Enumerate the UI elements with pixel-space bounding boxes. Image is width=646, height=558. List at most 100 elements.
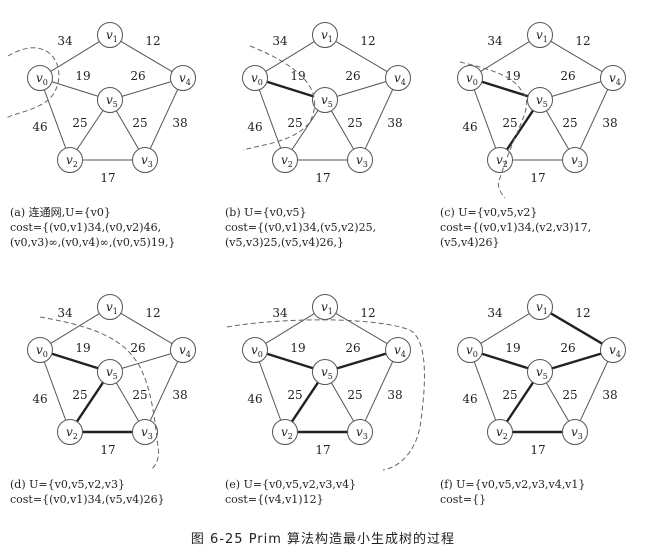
edge-weight-v5-v3: 25: [562, 116, 577, 130]
edge-weight-v5-v3: 25: [347, 116, 362, 130]
edge-v5-v3: [115, 110, 140, 150]
node-v0: [457, 337, 483, 363]
edge-weight-v5-v4: 26: [345, 341, 360, 355]
caption-d-line-2: cost={(v0,v1)34,(v5,v4)26}: [10, 493, 165, 506]
edge-weight-v0-v5: 19: [75, 341, 90, 355]
node-label-v3: v3: [141, 425, 153, 441]
node-v2: [487, 147, 513, 173]
edge-weight-v0-v5: 19: [505, 69, 520, 83]
caption-d: (d) U={v0,v5,v2,v3} cost={(v0,v1)34,(v5,…: [10, 477, 215, 507]
edge-weight-v2-v3: 17: [530, 171, 545, 185]
caption-e-line-1: (e) U={v0,v5,v2,v3,v4}: [225, 478, 357, 491]
edge-weight-v4-v3: 38: [602, 116, 617, 130]
node-v4: [385, 337, 411, 363]
edge-v0-v1: [50, 41, 100, 72]
edge-weight-v1-v4: 12: [575, 34, 590, 48]
edge-v5-v3: [330, 110, 355, 150]
caption-c: (c) U={v0,v5,v2} cost={(v0,v1)34,(v2,v3)…: [440, 205, 645, 250]
node-label-v5: v5: [321, 93, 333, 109]
node-v5: [97, 359, 123, 385]
edge-v5-v2: [290, 381, 320, 423]
edge-weight-v4-v3: 38: [387, 388, 402, 402]
edge-weight-v5-v4: 26: [130, 341, 145, 355]
node-label-v0: v0: [466, 343, 478, 359]
node-v1: [527, 294, 553, 320]
edge-weight-v0-v1: 34: [57, 306, 73, 320]
caption-a-line-2: cost={(v0,v1)34,(v0,v2)46,: [10, 221, 162, 234]
node-v1: [527, 22, 553, 48]
edge-weight-v5-v2: 25: [502, 116, 517, 130]
caption-b-line-1: (b) U={v0,v5}: [225, 206, 307, 219]
edge-v4-v3: [579, 361, 609, 421]
edge-v0-v2: [43, 89, 67, 149]
cut-line: [226, 319, 425, 471]
node-label-v5: v5: [536, 365, 548, 381]
edge-v5-v4: [336, 81, 387, 97]
node-v0: [242, 337, 268, 363]
edge-weight-v4-v3: 38: [602, 388, 617, 402]
edge-weight-v5-v2: 25: [502, 388, 517, 402]
caption-c-line-3: (v5,v4)26}: [440, 236, 500, 249]
node-v2: [272, 147, 298, 173]
caption-c-line-1: (c) U={v0,v5,v2}: [440, 206, 538, 219]
caption-f-line-1: (f) U={v0,v5,v2,v3,v4,v1}: [440, 478, 586, 491]
node-v5: [312, 359, 338, 385]
edge-v0-v1: [480, 41, 530, 72]
edge-v0-v1: [265, 41, 315, 72]
caption-e-line-2: cost={(v4,v1)12}: [225, 493, 324, 506]
edge-v0-v5: [481, 352, 529, 370]
node-label-v4: v4: [609, 71, 621, 87]
edge-v5-v4: [336, 352, 387, 370]
node-label-v0: v0: [251, 71, 263, 87]
edge-v5-v3: [545, 110, 570, 150]
node-label-v1: v1: [536, 300, 548, 316]
node-label-v0: v0: [466, 71, 478, 87]
edge-weight-v0-v1: 34: [272, 306, 288, 320]
edge-v1-v4: [550, 40, 603, 73]
edge-v5-v2: [505, 381, 535, 423]
edge-weight-v5-v3: 25: [132, 388, 147, 402]
edge-weight-v2-v3: 17: [530, 443, 545, 457]
node-label-v1: v1: [321, 300, 333, 316]
edge-weight-v5-v2: 25: [287, 116, 302, 130]
node-v1: [97, 294, 123, 320]
node-label-v1: v1: [321, 28, 333, 44]
edge-weight-v1-v4: 12: [360, 306, 375, 320]
edge-v4-v3: [149, 361, 179, 421]
edge-v0-v2: [473, 89, 497, 149]
cut-line: [459, 61, 528, 199]
edge-weight-v1-v4: 12: [360, 34, 375, 48]
node-v0: [27, 65, 53, 91]
node-label-v4: v4: [609, 343, 621, 359]
node-label-v2: v2: [281, 153, 293, 169]
edge-v5-v2: [75, 381, 105, 423]
node-label-v2: v2: [281, 425, 293, 441]
edge-v0-v5: [51, 81, 99, 97]
edge-weight-v5-v3: 25: [132, 116, 147, 130]
node-v3: [562, 419, 588, 445]
node-v0: [27, 337, 53, 363]
caption-b-line-3: (v5,v3)25,(v5,v4)26,}: [225, 236, 344, 249]
caption-a-line-1: (a) 连通网,U={v0}: [10, 206, 111, 219]
edge-weight-v0-v2: 46: [247, 120, 262, 134]
edge-weight-v0-v2: 46: [247, 392, 262, 406]
node-v5: [527, 87, 553, 113]
edge-v1-v4: [550, 312, 603, 345]
caption-b: (b) U={v0,v5} cost={(v0,v1)34,(v5,v2)25,…: [225, 205, 430, 250]
edge-weight-v1-v4: 12: [575, 306, 590, 320]
node-label-v3: v3: [571, 425, 583, 441]
edge-v0-v2: [43, 361, 67, 421]
node-label-v4: v4: [179, 71, 191, 87]
node-label-v2: v2: [496, 153, 508, 169]
node-label-v1: v1: [536, 28, 548, 44]
node-label-v2: v2: [66, 425, 78, 441]
caption-b-line-2: cost={(v0,v1)34,(v5,v2)25,: [225, 221, 377, 234]
node-v2: [272, 419, 298, 445]
caption-a: (a) 连通网,U={v0} cost={(v0,v1)34,(v0,v2)46…: [10, 205, 215, 250]
